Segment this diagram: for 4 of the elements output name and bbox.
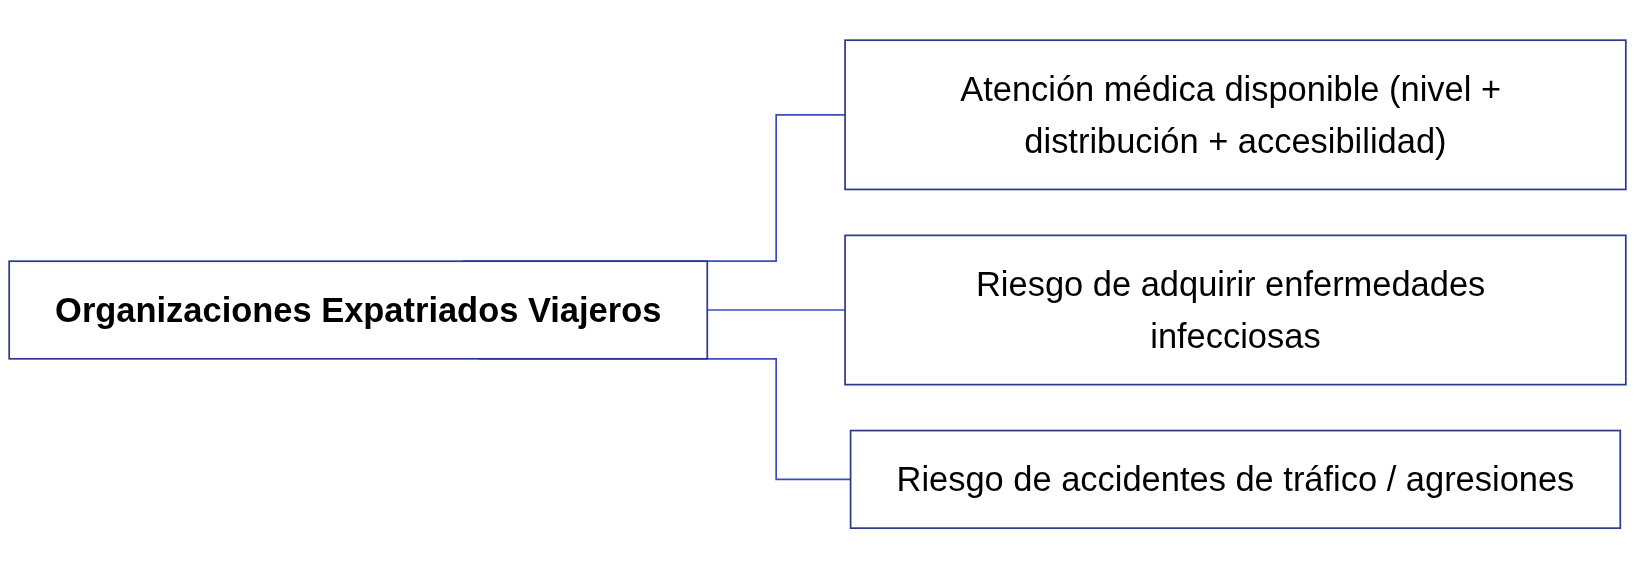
node-box: Organizaciones Expatriados Viajeros — [8, 260, 709, 360]
node-box: Atención médica disponible (nivel + distribución + accesibilidad) — [844, 39, 1627, 191]
node-box: Riesgo de adquirir enfermedades infecciosas — [844, 234, 1627, 386]
node-box: Riesgo de accidentes de tráfico / agresiones — [849, 429, 1622, 529]
